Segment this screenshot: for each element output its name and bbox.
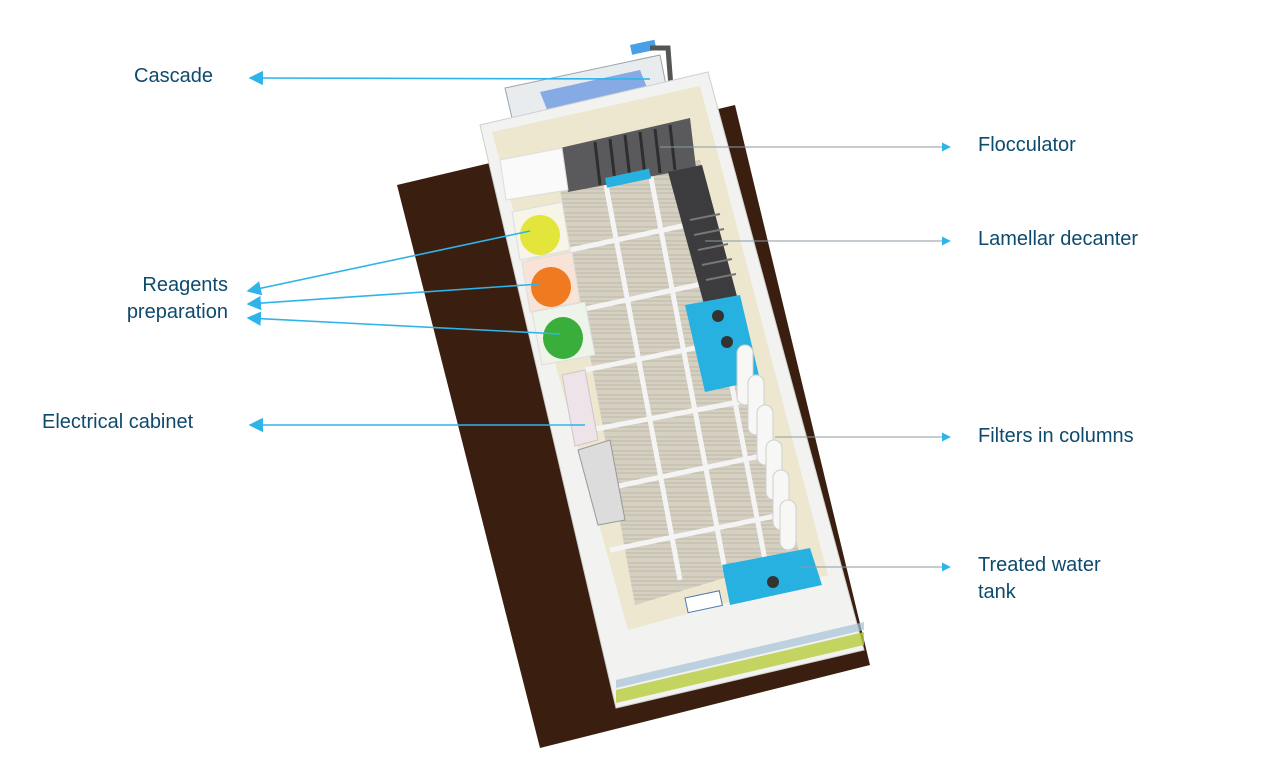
leader-lines-right bbox=[660, 142, 951, 572]
label-reagents-preparation: Reagents preparation bbox=[127, 272, 228, 326]
lamellar-decanter-unit bbox=[668, 165, 738, 308]
cascade-unit bbox=[504, 39, 675, 119]
label-lamellar-decanter: Lamellar decanter bbox=[978, 228, 1139, 250]
label-filters-in-columns: Filters in columns bbox=[978, 425, 1134, 447]
label-reagents-line1: Reagents bbox=[142, 274, 228, 296]
electrical-cabinet-unit bbox=[561, 369, 599, 447]
label-treated-water-tank: Treated water tank bbox=[978, 552, 1101, 606]
label-treated-water-line1: Treated water bbox=[978, 554, 1101, 576]
label-cascade: Cascade bbox=[134, 65, 213, 87]
reagent-tanks bbox=[511, 201, 596, 366]
label-reagents-line2: preparation bbox=[126, 301, 228, 323]
label-electrical-cabinet: Electrical cabinet bbox=[42, 411, 194, 433]
filter-columns bbox=[736, 344, 797, 551]
label-treated-water-line2: tank bbox=[978, 581, 1016, 603]
label-flocculator: Flocculator bbox=[978, 134, 1076, 156]
leader-lines-left bbox=[246, 70, 651, 433]
